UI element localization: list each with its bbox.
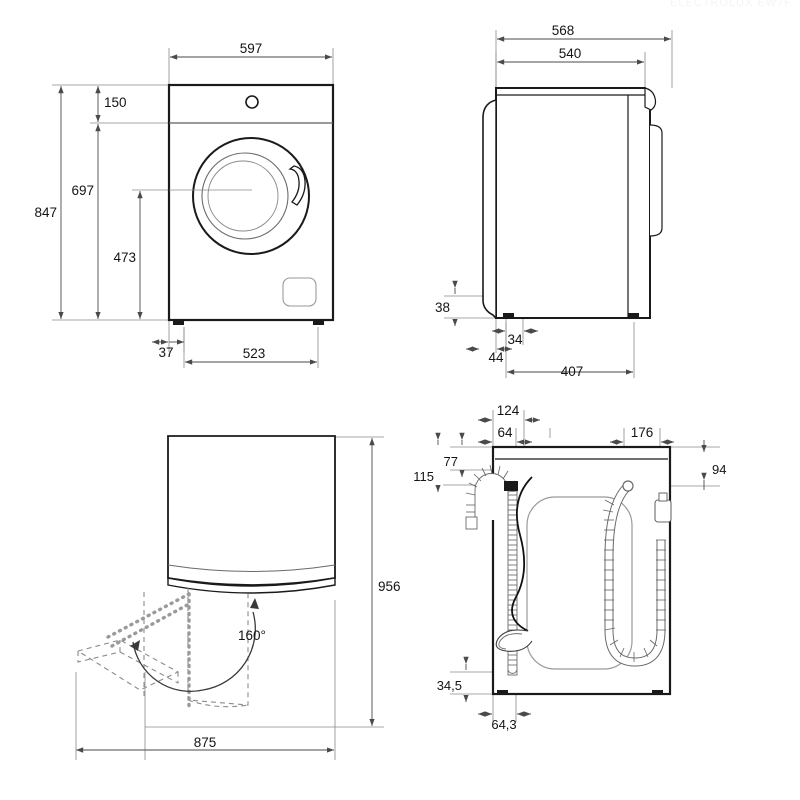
front-door-lower-height-label: 473 — [113, 250, 136, 265]
top-depth-open-label: 875 — [194, 735, 217, 750]
inlet-hose — [602, 480, 672, 667]
filter-flap — [282, 277, 317, 307]
side-foot-width-label: 34 — [507, 332, 523, 347]
side-top-connector — [644, 87, 657, 111]
top-view-group: 956 875 — [75, 435, 401, 760]
power-cord — [511, 476, 533, 632]
side-body-outline — [495, 87, 651, 319]
side-feet-span-label: 407 — [561, 364, 584, 379]
power-plug — [495, 629, 533, 652]
rear-inlet-x-label: 176 — [631, 425, 654, 440]
swing-arc-right — [202, 611, 256, 691]
front-foot-right — [313, 320, 324, 325]
front-feet-span-label: 523 — [243, 346, 266, 361]
side-foot-rear — [628, 313, 639, 318]
rear-drain-bottom-height-label: 34,5 — [437, 678, 462, 693]
door-handle-icon — [288, 165, 306, 206]
top-cabinet-outline — [167, 435, 336, 586]
rear-drain-outer-label: 124 — [497, 403, 520, 418]
inlet-hose-nut — [658, 492, 668, 502]
rear-foot-left — [497, 690, 508, 695]
inlet-hose-valve — [654, 499, 672, 523]
drain-hose-end — [465, 516, 478, 530]
door-swing-ghost-160 — [76, 639, 180, 691]
rear-service-panel — [526, 496, 633, 670]
program-knob-icon — [245, 95, 259, 109]
top-height-open-label: 956 — [378, 579, 401, 594]
swing-arc-left — [132, 641, 204, 693]
side-view-group: 568 540 38 34 44 — [435, 23, 673, 379]
swing-arrow-right — [250, 598, 259, 609]
side-foot-front — [503, 313, 514, 318]
inlet-hose-elbow — [622, 480, 634, 492]
front-foot-left — [173, 320, 184, 325]
rear-inlet-top-offset-label: 94 — [712, 462, 726, 477]
rear-drain-inner-label: 64 — [497, 425, 513, 440]
rear-view-group: 124 64 176 77 115 — [413, 403, 726, 732]
top-door-front-face — [167, 577, 336, 594]
rear-drain-top-offset-label: 77 — [444, 454, 458, 469]
side-depth-body-label: 540 — [559, 46, 582, 61]
top-cabinet-lip — [167, 564, 336, 572]
door-angle-label: 160° — [238, 628, 266, 643]
front-width-label: 597 — [240, 41, 263, 56]
side-depth-door-label: 568 — [552, 23, 575, 38]
door-inner-ring — [207, 160, 279, 232]
front-door-center-height-label: 697 — [71, 183, 94, 198]
front-total-height-label: 847 — [34, 205, 57, 220]
door-open-dotted-edge — [106, 592, 191, 708]
rear-foot-right — [652, 690, 663, 695]
front-view-group: 597 847 150 697 473 — [34, 41, 335, 368]
drain-hose-clip — [504, 481, 518, 491]
swing-arrow-left — [130, 640, 140, 651]
front-panel-height-label: 150 — [104, 95, 127, 110]
rear-drain-hook-height-label: 115 — [413, 469, 434, 484]
rear-drain-bottom-x-label: 64,3 — [491, 717, 516, 732]
front-foot-offset-label: 37 — [158, 345, 173, 360]
side-door-profile — [482, 95, 497, 319]
side-foot-offset-label: 44 — [488, 350, 504, 365]
side-base-height-label: 38 — [435, 300, 450, 315]
watermark-text: ELECTROLUX EW7F — [670, 0, 792, 9]
door-swing-ghost-90 — [143, 588, 249, 708]
side-rear-hose-bracket — [649, 124, 663, 237]
